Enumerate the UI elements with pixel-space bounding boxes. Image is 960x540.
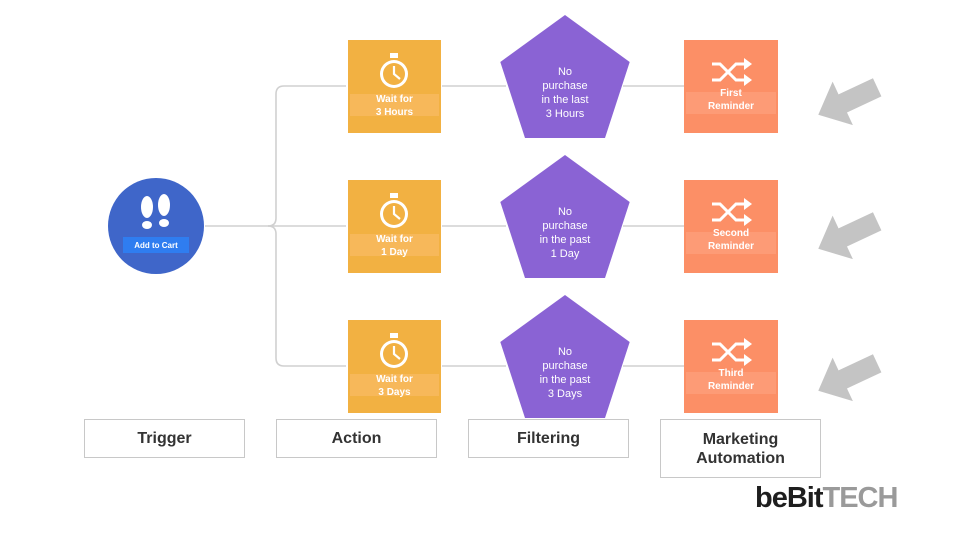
- filter-node: [500, 15, 630, 138]
- row-3: [348, 295, 778, 418]
- automation-label: Third Reminder: [707, 368, 755, 392]
- automation-node: [684, 320, 778, 413]
- shuffle-icon: [712, 198, 752, 226]
- connectors: [205, 85, 684, 367]
- pointer-arrows: [818, 78, 882, 402]
- logo-part-2: TECH: [822, 482, 899, 514]
- automation-label-band: [686, 92, 776, 114]
- action-label-band: [350, 374, 439, 396]
- arrow-pointer-icon: [818, 78, 882, 126]
- stage-filtering: Filtering: [468, 419, 629, 458]
- automation-label: First Reminder: [707, 88, 755, 112]
- shuffle-icon: [712, 58, 752, 86]
- arrow-pointer-icon: [818, 212, 882, 260]
- automation-label: Second Reminder: [707, 228, 755, 252]
- filter-label: No purchase in the past 1 Day: [539, 206, 591, 260]
- row-1: [348, 15, 778, 138]
- trigger-node: [108, 178, 204, 274]
- row-2: [348, 155, 778, 278]
- stopwatch-icon: [380, 193, 408, 228]
- automation-node: [684, 40, 778, 133]
- action-label-band: [350, 234, 439, 256]
- arrow-pointer-icon: [818, 354, 882, 402]
- action-label-band: [350, 94, 439, 116]
- filter-label: No purchase in the last 3 Hours: [541, 66, 589, 120]
- filter-node: [500, 295, 630, 418]
- stage-trigger: Trigger: [84, 419, 245, 458]
- stage-action: Action: [276, 419, 437, 458]
- stopwatch-icon: [380, 333, 408, 368]
- bebit-tech-logo: beBitTECH: [755, 482, 899, 515]
- trigger-label: Add to Cart: [123, 237, 189, 253]
- shuffle-icon: [712, 338, 752, 366]
- filter-label: No purchase in the past 3 Days: [539, 346, 591, 400]
- logo-part-1: beBit: [755, 482, 823, 514]
- automation-label-band: [686, 232, 776, 254]
- connector-trigger-bottom: [267, 225, 346, 367]
- action-label: Wait for 1 Day: [376, 234, 413, 258]
- action-label: Wait for 3 Hours: [375, 94, 414, 118]
- footprints-icon: [141, 194, 170, 229]
- action-label: Wait for 3 Days: [376, 374, 413, 398]
- stage-marketing-automation: Marketing Automation: [660, 419, 821, 478]
- automation-label-band: [686, 372, 776, 394]
- filter-node: [500, 155, 630, 278]
- stopwatch-icon: [380, 53, 408, 88]
- automation-node: [684, 180, 778, 273]
- connector-trigger-trunk: [205, 85, 346, 227]
